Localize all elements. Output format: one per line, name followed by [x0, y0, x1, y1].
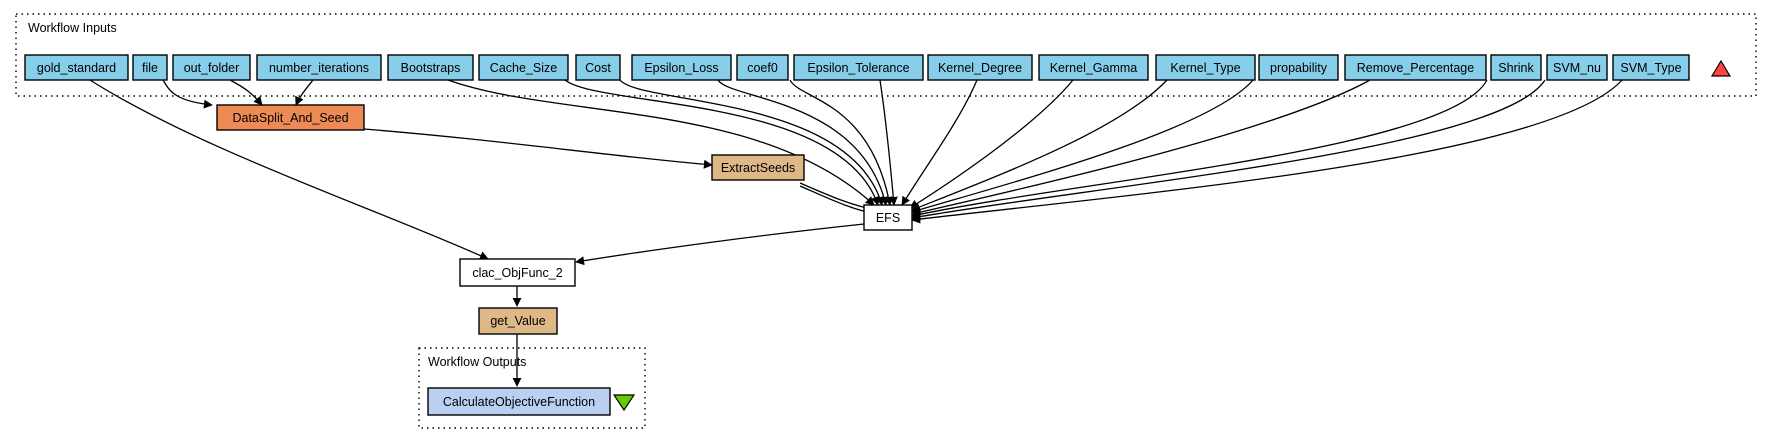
input-node-kernel-type[interactable]: Kernel_Type — [1155, 54, 1256, 81]
input-node-bootstraps[interactable]: Bootstraps — [387, 54, 474, 81]
svg-text:get_Value: get_Value — [490, 314, 545, 328]
svg-text:Kernel_Gamma: Kernel_Gamma — [1050, 61, 1138, 75]
input-node-coef0[interactable]: coef0 — [736, 54, 789, 81]
svg-text:propability: propability — [1270, 61, 1328, 75]
edge-datasplit-to-extractseeds — [363, 128, 713, 169]
edge-cachesize-to-efs — [564, 79, 880, 206]
processor-extractseeds[interactable]: ExtractSeeds — [711, 154, 805, 181]
input-node-epsilon-loss[interactable]: Epsilon_Loss — [631, 54, 732, 81]
input-node-shrink[interactable]: Shrink — [1490, 54, 1542, 81]
edge-cost-to-efs — [619, 79, 885, 206]
input-node-svm-type[interactable]: SVM_Type — [1612, 54, 1690, 81]
input-node-kernel-degree[interactable]: Kernel_Degree — [927, 54, 1033, 81]
input-nodes: gold_standard file out_folder number_ite… — [24, 54, 1732, 81]
edge-gold-to-clac — [89, 79, 489, 260]
svg-text:Remove_Percentage: Remove_Percentage — [1357, 61, 1474, 75]
output-node-calculate-objective-function[interactable]: CalculateObjectiveFunction — [427, 387, 611, 416]
edge-removepct-to-efs — [911, 79, 1371, 217]
svg-text:number_iterations: number_iterations — [269, 61, 369, 75]
input-node-cost[interactable]: Cost — [575, 54, 621, 81]
input-node-epsilon-tolerance[interactable]: Epsilon_Tolerance — [793, 54, 924, 81]
edge-coef0-to-efs — [789, 79, 893, 206]
input-node-kernel-gamma[interactable]: Kernel_Gamma — [1038, 54, 1149, 81]
edge-kgamma-to-efs — [909, 79, 1074, 209]
processor-datasplit-and-seed[interactable]: DataSplit_And_Seed — [216, 104, 365, 131]
svg-text:Cache_Size: Cache_Size — [490, 61, 557, 75]
svg-text:file: file — [142, 61, 158, 75]
processor-efs[interactable]: EFS — [863, 204, 913, 231]
input-node-cache-size[interactable]: Cache_Size — [478, 54, 569, 81]
edge-epstol-to-efs — [879, 79, 898, 206]
edge-numiter-to-datasplit — [295, 79, 314, 106]
svg-text:SVM_nu: SVM_nu — [1553, 61, 1601, 75]
svg-text:Epsilon_Loss: Epsilon_Loss — [644, 61, 718, 75]
svg-text:Kernel_Degree: Kernel_Degree — [938, 61, 1022, 75]
edge-outfolder-to-datasplit — [229, 79, 263, 106]
edge-kdegree-to-efs — [901, 79, 978, 206]
workflow-inputs-label: Workflow Inputs — [28, 21, 117, 35]
svg-text:gold_standard: gold_standard — [37, 61, 116, 75]
processor-get-value[interactable]: get_Value — [478, 307, 558, 335]
input-node-svm-nu[interactable]: SVM_nu — [1546, 54, 1608, 81]
svg-text:ExtractSeeds: ExtractSeeds — [721, 161, 795, 175]
svg-text:Epsilon_Tolerance: Epsilon_Tolerance — [807, 61, 909, 75]
svg-text:Kernel_Type: Kernel_Type — [1170, 61, 1240, 75]
edge-propability-to-efs — [911, 79, 1254, 215]
output-nodes: CalculateObjectiveFunction — [427, 387, 636, 416]
edge-efs-to-clac — [575, 223, 865, 266]
workflow-outputs-label: Workflow Outputs — [428, 355, 526, 369]
edge-bootstraps-to-efs — [447, 79, 875, 206]
input-node-out-folder[interactable]: out_folder — [172, 54, 251, 81]
svg-text:Bootstraps: Bootstraps — [401, 61, 461, 75]
svg-text:SVM_Type: SVM_Type — [1620, 61, 1681, 75]
input-node-propability[interactable]: propability — [1258, 54, 1339, 81]
input-node-gold-standard[interactable]: gold_standard — [24, 54, 129, 81]
input-node-file[interactable]: file — [132, 54, 168, 81]
workflow-outputs-cluster: Workflow Outputs — [418, 347, 646, 429]
edge-ktype-to-efs — [911, 79, 1168, 212]
processor-clac-objfunc-2[interactable]: clac_ObjFunc_2 — [459, 258, 576, 287]
svg-text:EFS: EFS — [876, 211, 900, 225]
input-node-number-iterations[interactable]: number_iterations — [256, 54, 382, 81]
svg-text:CalculateObjectiveFunction: CalculateObjectiveFunction — [443, 395, 595, 409]
svg-text:clac_ObjFunc_2: clac_ObjFunc_2 — [472, 266, 562, 280]
svg-text:out_folder: out_folder — [184, 61, 240, 75]
svg-text:coef0: coef0 — [747, 61, 778, 75]
collapse-inputs-triangle-icon[interactable] — [1710, 59, 1732, 77]
input-node-remove-percentage[interactable]: Remove_Percentage — [1344, 54, 1487, 81]
processor-nodes: DataSplit_And_Seed ExtractSeeds EFS clac… — [216, 104, 913, 335]
svg-text:DataSplit_And_Seed: DataSplit_And_Seed — [232, 111, 348, 125]
edge-file-to-datasplit — [162, 79, 213, 109]
collapse-outputs-triangle-icon[interactable] — [612, 394, 636, 412]
edge-svmnu-to-efs — [911, 79, 1546, 222]
edge-svmtype-to-efs — [911, 79, 1623, 224]
edge-shrink-to-efs — [911, 79, 1488, 219]
edges — [89, 79, 1623, 387]
workflow-inputs-cluster: Workflow Inputs — [15, 13, 1757, 97]
edge-epsloss-to-efs — [717, 79, 889, 206]
svg-text:Cost: Cost — [585, 61, 611, 75]
svg-text:Shrink: Shrink — [1498, 61, 1534, 75]
